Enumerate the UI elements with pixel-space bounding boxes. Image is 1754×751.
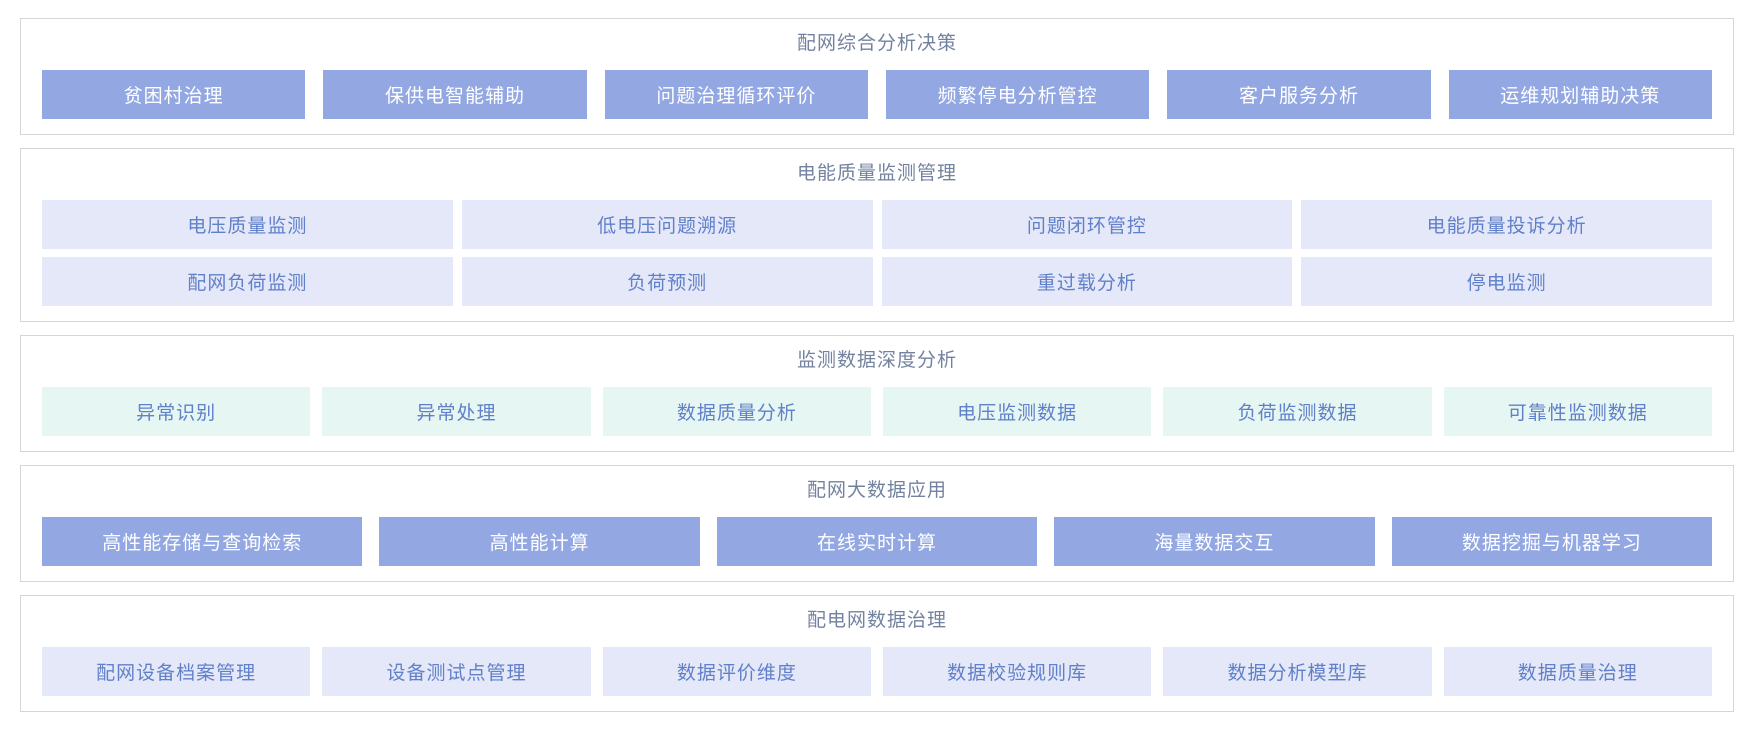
- module-button[interactable]: 停电监测: [1301, 257, 1712, 306]
- module-button[interactable]: 数据质量治理: [1443, 647, 1712, 696]
- module-button[interactable]: 高性能存储与查询检索: [42, 517, 363, 566]
- button-row: 配网负荷监测负荷预测重过载分析停电监测: [42, 257, 1712, 306]
- module-button[interactable]: 数据评价维度: [602, 647, 871, 696]
- module-button[interactable]: 重过载分析: [881, 257, 1293, 306]
- module-button[interactable]: 电压监测数据: [882, 387, 1152, 436]
- section-panel-0: 配网综合分析决策贫困村治理保供电智能辅助问题治理循环评价频繁停电分析管控客户服务…: [20, 18, 1734, 135]
- module-button[interactable]: 电压质量监测: [42, 200, 453, 249]
- section-panel-1: 电能质量监测管理电压质量监测低电压问题溯源问题闭环管控电能质量投诉分析配网负荷监…: [20, 148, 1734, 322]
- section-panel-4: 配电网数据治理配网设备档案管理设备测试点管理数据评价维度数据校验规则库数据分析模…: [20, 595, 1734, 712]
- module-button[interactable]: 异常处理: [322, 387, 591, 436]
- section-title: 监测数据深度分析: [796, 350, 957, 371]
- button-row: 电压质量监测低电压问题溯源问题闭环管控电能质量投诉分析: [42, 200, 1712, 249]
- button-row: 贫困村治理保供电智能辅助问题治理循环评价频繁停电分析管控客户服务分析运维规划辅助…: [42, 70, 1712, 119]
- architecture-dashboard: 配网综合分析决策贫困村治理保供电智能辅助问题治理循环评价频繁停电分析管控客户服务…: [20, 18, 1734, 712]
- section-panel-2: 监测数据深度分析异常识别异常处理数据质量分析电压监测数据负荷监测数据可靠性监测数…: [20, 335, 1734, 452]
- module-button[interactable]: 频繁停电分析管控: [885, 70, 1150, 119]
- module-button[interactable]: 配网负荷监测: [42, 257, 453, 306]
- module-button[interactable]: 低电压问题溯源: [461, 200, 873, 249]
- module-button[interactable]: 负荷预测: [461, 257, 873, 306]
- module-button[interactable]: 数据分析模型库: [1163, 647, 1432, 696]
- module-button[interactable]: 数据校验规则库: [882, 647, 1152, 696]
- module-button[interactable]: 问题治理循环评价: [604, 70, 868, 119]
- module-button[interactable]: 高性能计算: [379, 517, 700, 566]
- module-button[interactable]: 运维规划辅助决策: [1448, 70, 1712, 119]
- module-button[interactable]: 数据质量分析: [602, 387, 871, 436]
- module-button[interactable]: 海量数据交互: [1054, 517, 1375, 566]
- module-button[interactable]: 设备测试点管理: [322, 647, 591, 696]
- module-button[interactable]: 配网设备档案管理: [42, 647, 311, 696]
- module-button[interactable]: 客户服务分析: [1167, 70, 1431, 119]
- module-button[interactable]: 数据挖掘与机器学习: [1391, 517, 1713, 566]
- module-button[interactable]: 负荷监测数据: [1163, 387, 1432, 436]
- module-button[interactable]: 可靠性监测数据: [1443, 387, 1712, 436]
- section-title: 配网综合分析决策: [796, 33, 957, 54]
- module-button[interactable]: 问题闭环管控: [881, 200, 1293, 249]
- module-button[interactable]: 在线实时计算: [716, 517, 1038, 566]
- module-button[interactable]: 保供电智能辅助: [323, 70, 587, 119]
- section-panel-3: 配网大数据应用高性能存储与查询检索高性能计算在线实时计算海量数据交互数据挖掘与机…: [20, 465, 1734, 582]
- module-button[interactable]: 电能质量投诉分析: [1301, 200, 1712, 249]
- section-title: 配电网数据治理: [806, 610, 947, 631]
- module-button[interactable]: 异常识别: [42, 387, 311, 436]
- section-title: 配网大数据应用: [806, 480, 947, 501]
- module-button[interactable]: 贫困村治理: [42, 70, 306, 119]
- section-title: 电能质量监测管理: [796, 163, 957, 184]
- button-row: 高性能存储与查询检索高性能计算在线实时计算海量数据交互数据挖掘与机器学习: [42, 517, 1713, 566]
- button-row: 异常识别异常处理数据质量分析电压监测数据负荷监测数据可靠性监测数据: [42, 387, 1712, 436]
- button-row: 配网设备档案管理设备测试点管理数据评价维度数据校验规则库数据分析模型库数据质量治…: [42, 647, 1712, 696]
